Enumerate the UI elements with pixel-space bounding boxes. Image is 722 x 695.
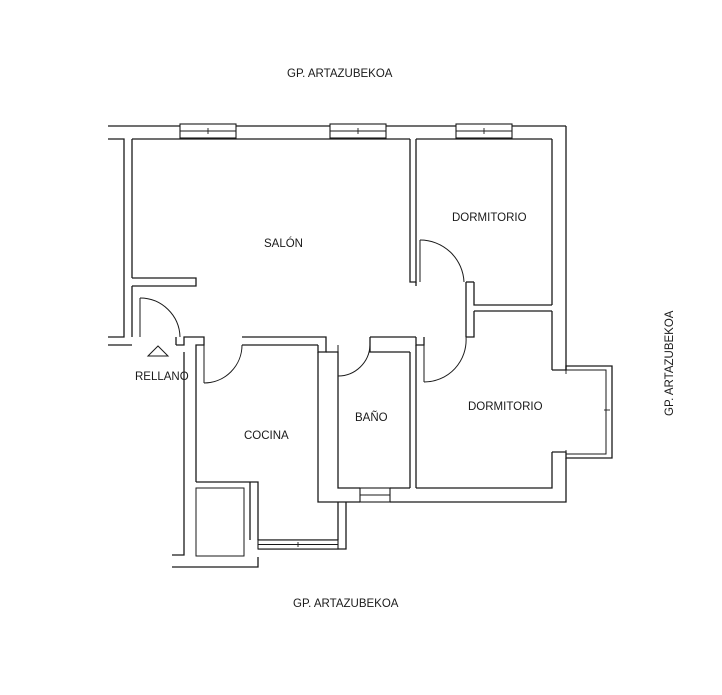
exterior-walls [108,125,567,568]
window-top-2 [329,123,387,139]
door-dormitorio-2 [423,336,467,383]
street-label-bottom: GP. ARTAZUBEKOA [293,598,399,610]
door-dormitorio-1 [419,239,465,283]
room-labels: SALÓN DORMITORIO DORMITORIO COCINA BAÑO … [135,212,543,442]
door-entrance [139,297,181,338]
street-labels: GP. ARTAZUBEKOA GP. ARTAZUBEKOA GP. ARTA… [287,68,676,610]
window-cocina [257,539,339,550]
window-bano [359,487,391,503]
street-label-top: GP. ARTAZUBEKOA [287,68,393,80]
window-bay [552,362,613,462]
cocina-cabinet [195,487,245,557]
street-label-right: GP. ARTAZUBEKOA [664,310,676,416]
label-bano: BAÑO [355,411,388,424]
windows [179,123,613,557]
label-rellano: RELLANO [135,371,189,383]
window-top-1 [179,123,237,139]
rellano-marker-icon [146,345,170,357]
door-cocina [203,344,243,384]
interior-walls [195,139,552,488]
label-salon: SALÓN [264,237,303,250]
door-bano [337,344,371,377]
window-top-3 [455,123,513,139]
label-dormitorio-2: DORMITORIO [468,401,543,413]
doors [139,239,467,384]
label-dormitorio-1: DORMITORIO [452,212,527,224]
label-cocina: COCINA [244,430,289,442]
